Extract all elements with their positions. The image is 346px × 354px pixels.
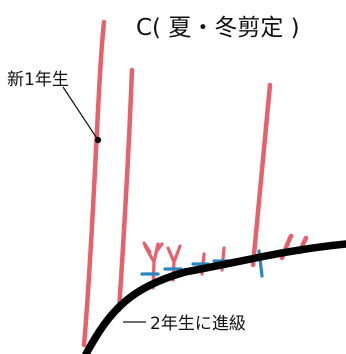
main-branch xyxy=(82,240,346,354)
new-shoots xyxy=(81,19,309,348)
new-shoot-label: 新1年生 xyxy=(7,70,69,90)
new-shoot-3 xyxy=(250,82,273,268)
new-shoot-leader-line xyxy=(62,86,99,141)
second-year-label: 2年生に進級 xyxy=(150,314,246,334)
new-shoot-tall xyxy=(81,19,107,348)
new-shoot-marker-dot xyxy=(94,136,102,144)
new-shoot-2 xyxy=(116,67,135,313)
diagram-title: C( 夏・冬剪定 ) xyxy=(136,15,300,41)
